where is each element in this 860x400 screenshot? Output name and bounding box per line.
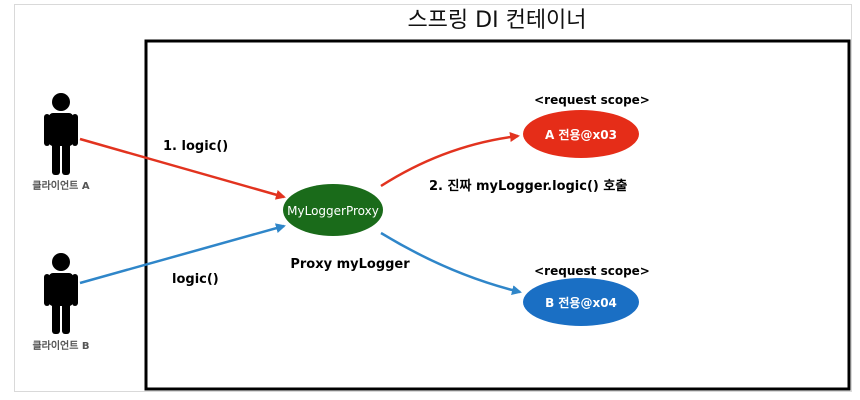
di-container-box [144,39,851,391]
bean-a-label: A 전용@x03 [545,127,617,142]
image-border [14,4,852,392]
client-b-person-icon [44,253,78,334]
container-title: 스프링 DI 컨테이너 [407,8,586,33]
proxy-label: MyLoggerProxy [287,204,379,218]
bean-a-node [523,110,639,158]
proxy-caption: Proxy myLogger [290,257,410,272]
bean-a-scope-label: <request scope> [534,93,650,107]
real-call-label: 2. 진짜 myLogger.logic() 호출 [429,178,627,194]
client-b-label: 클라이언트 B [32,339,89,352]
client-a-person-icon [44,93,78,175]
proxy-to-bean-b-arrow [380,231,522,295]
my-logger-proxy-node [283,184,383,236]
client-a-call-label: 1. logic() [163,139,228,154]
client-b-call-arrow [79,223,286,285]
bean-b-scope-label: <request scope> [534,264,650,278]
client-a-label: 클라이언트 A [32,179,89,192]
proxy-to-bean-a-arrow [380,132,520,188]
bean-b-node [523,278,639,326]
bean-b-label: B 전용@x04 [545,295,617,310]
client-a-call-arrow [79,137,286,200]
client-b-call-label: logic() [172,272,219,287]
